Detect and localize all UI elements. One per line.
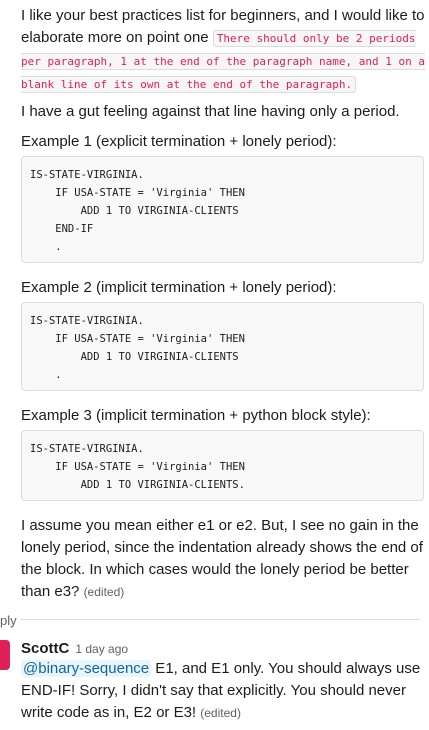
reply-text: @binary-sequence E1, and E1 only. You sh… — [21, 658, 425, 724]
example1-label: Example 1 (explicit termination + lonely… — [21, 133, 337, 150]
example3-code-block: IS-STATE-VIRGINIA. IF USA-STATE = 'Virgi… — [21, 430, 424, 501]
thread-divider — [20, 619, 420, 620]
reply-body: E1, and E1 only. You should always use E… — [21, 660, 421, 721]
intro-text: I like your best practices list for begi… — [21, 7, 425, 46]
example3-label: Example 3 (implicit termination + python… — [21, 407, 371, 424]
message-intro: I like your best practices list for begi… — [21, 5, 425, 96]
avatar[interactable] — [0, 640, 10, 670]
gut-feeling-text: I have a gut feeling against that line h… — [21, 103, 400, 120]
conclusion-text: I assume you mean either e1 or e2. But, … — [21, 515, 425, 603]
author-name[interactable]: ScottC — [21, 640, 70, 657]
reply-link[interactable]: ply — [0, 613, 17, 628]
timestamp[interactable]: 1 day ago — [75, 642, 129, 656]
example2-code-block: IS-STATE-VIRGINIA. IF USA-STATE = 'Virgi… — [21, 302, 424, 391]
reply-header: ScottC 1 day ago — [21, 638, 128, 660]
conclusion-body: I assume you mean either e1 or e2. But, … — [21, 517, 423, 600]
edited-label: (edited) — [83, 585, 125, 599]
reply-edited-label: (edited) — [200, 706, 241, 720]
example1-code-block: IS-STATE-VIRGINIA. IF USA-STATE = 'Virgi… — [21, 156, 424, 263]
example2-label: Example 2 (implicit termination + lonely… — [21, 279, 337, 296]
user-mention[interactable]: @binary-sequence — [21, 660, 152, 677]
